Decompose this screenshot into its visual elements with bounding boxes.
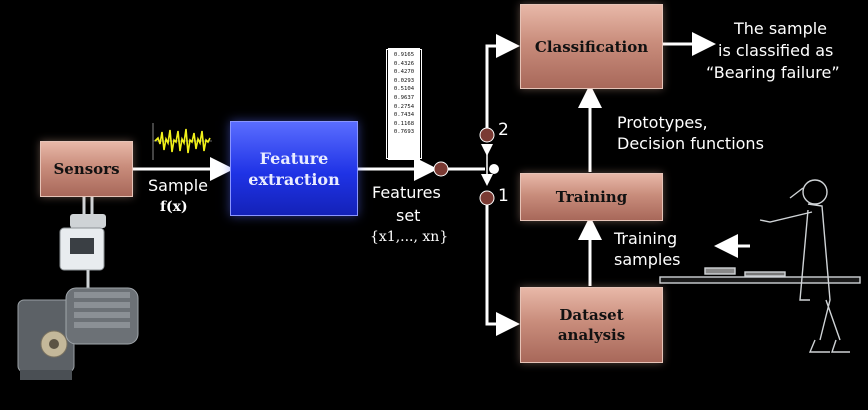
arrow-to-dataset-analysis [485, 205, 520, 336]
result-label-2: is classified as [718, 41, 834, 60]
classification-label: Classification [534, 37, 649, 56]
feature-vector-value: 0.2754 [393, 103, 415, 110]
arrow-to-classification [485, 34, 520, 128]
training-samples-label-1: Training [614, 229, 678, 248]
features-label-2: set [396, 206, 421, 225]
feature-vector-value: 0.7434 [393, 112, 415, 119]
features-label-1: Features [372, 183, 441, 202]
training-samples-label-2: samples [614, 250, 681, 269]
feature-extraction-label-1: Feature [259, 148, 329, 168]
training-box: Training [520, 173, 663, 221]
feature-vector-value: 0.4270 [393, 69, 415, 76]
sensors-box: Sensors [40, 141, 133, 197]
training-label: Training [555, 188, 628, 206]
dataset-analysis-box: Dataset analysis [520, 287, 663, 363]
classification-box: Classification [520, 4, 663, 89]
dataset-analysis-label-1: Dataset [559, 306, 624, 324]
feature-vector-value: 0.5104 [393, 86, 415, 93]
features-node [433, 161, 449, 177]
result-label-1: The sample [734, 19, 828, 38]
switch-position-1: 1 [498, 186, 509, 206]
switch-contact-2 [479, 127, 495, 143]
result-label-3: “Bearing failure” [706, 63, 840, 82]
sample-function-label: f(x) [160, 199, 188, 215]
feature-vector-value: 0.7693 [393, 129, 415, 136]
feature-vector-value: 0.9165 [393, 52, 415, 58]
prototypes-label-2: Decision functions [617, 134, 764, 153]
prototypes-label-1: Prototypes, [617, 113, 708, 132]
switch-contact-1 [479, 190, 495, 206]
operator-figure-icon [659, 179, 861, 353]
switch-pivot [489, 164, 499, 174]
feature-vector-value: 0.4326 [393, 60, 415, 67]
sensors-label: Sensors [53, 160, 120, 178]
signal-waveform-icon [152, 123, 212, 160]
sensor-device-icon [59, 194, 106, 290]
sample-label: Sample [148, 176, 208, 195]
switch-position-2: 2 [498, 120, 509, 140]
gear-motor-icon [17, 287, 139, 380]
features-set-label: {x1,..., xn} [370, 229, 449, 245]
feature-extraction-label-2: extraction [248, 169, 340, 189]
feature-extraction-box: Feature extraction [230, 121, 358, 216]
dataset-analysis-label-2: analysis [557, 326, 626, 344]
feature-vector-value: 0.1168 [393, 120, 415, 127]
feature-vector-value: 0.0293 [393, 77, 415, 84]
feature-vector-value: 0.9637 [393, 94, 415, 101]
